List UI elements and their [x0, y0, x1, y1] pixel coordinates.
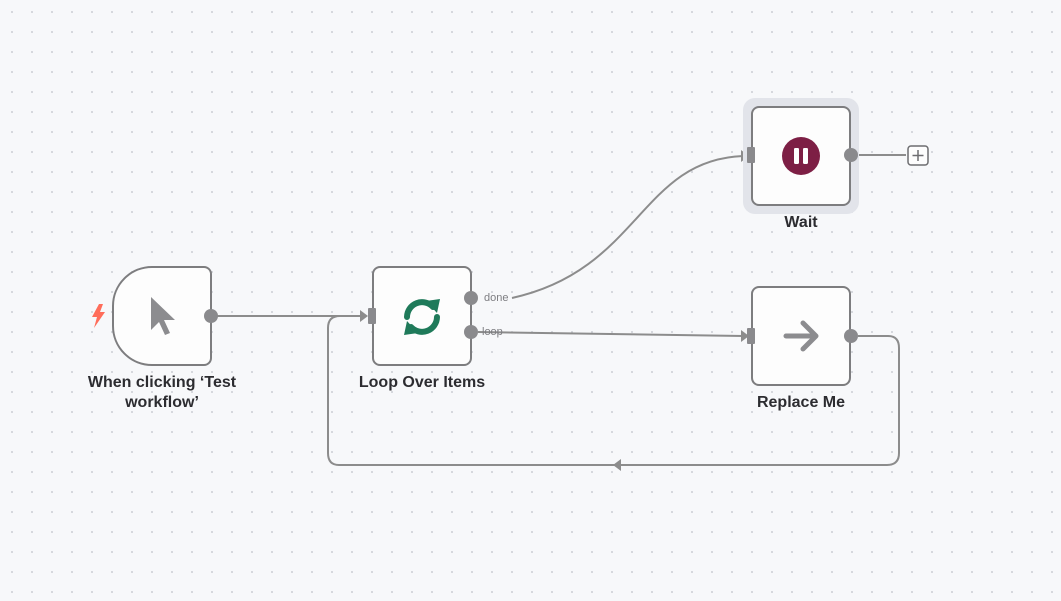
refresh-icon [404, 299, 440, 335]
loop-done-output-handle[interactable] [464, 291, 478, 305]
loop-node-label: Loop Over Items [358, 374, 486, 391]
trigger-output-handle[interactable] [204, 309, 218, 323]
loop-input-handle[interactable] [368, 308, 376, 324]
loop-over-items-node[interactable] [372, 266, 472, 366]
replace-output-handle[interactable] [844, 329, 858, 343]
arrowhead-icon [741, 330, 749, 342]
lightning-bolt-icon [92, 304, 105, 328]
cursor-arrow-icon [151, 297, 175, 335]
connection-done-to-wait[interactable] [511, 155, 744, 299]
loop-loop-output-handle[interactable] [464, 325, 478, 339]
connection-loop-to-replace[interactable] [477, 331, 744, 337]
arrowhead-icon [360, 310, 368, 322]
wait-output-handle[interactable] [844, 148, 858, 162]
done-output-label: done [484, 292, 509, 304]
arrow-right-icon [783, 320, 819, 352]
replace-node-label: Replace Me [756, 394, 846, 411]
loop-output-label: loop [482, 326, 503, 338]
replace-me-node[interactable] [751, 286, 851, 386]
replace-input-handle[interactable] [747, 328, 755, 344]
pause-icon [782, 137, 820, 175]
arrowhead-icon [613, 459, 621, 471]
wait-node[interactable] [751, 106, 851, 206]
trigger-node-label: When clicking ‘Test workflow’ [87, 374, 237, 411]
add-node-button[interactable] [907, 145, 929, 166]
trigger-node[interactable] [112, 266, 212, 366]
wait-input-handle[interactable] [747, 147, 755, 163]
wait-node-label: Wait [784, 214, 818, 231]
